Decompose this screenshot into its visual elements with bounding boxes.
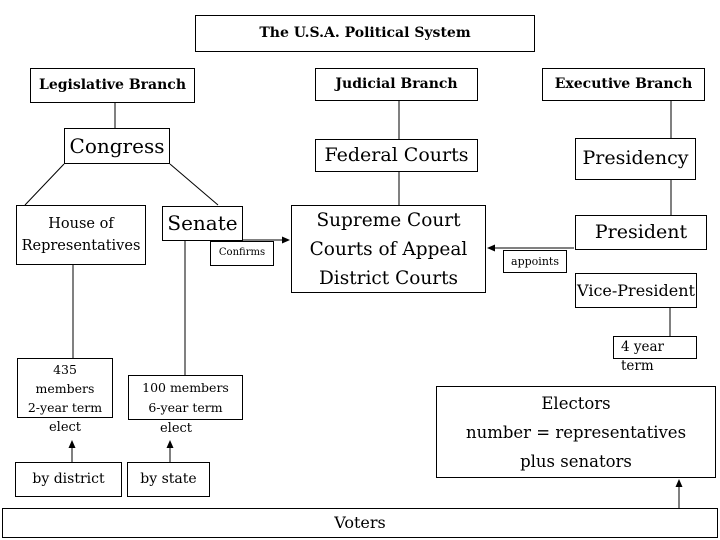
connector-congress-house [24, 163, 65, 206]
legislative-branch-box: Legislative Branch [30, 68, 195, 103]
voters-box: Voters [2, 508, 718, 538]
house-members-line3: 2-year term [27, 399, 103, 415]
electors-line1: Electors [541, 393, 611, 413]
courts-line2: Courts of Appeal [309, 238, 468, 260]
house-members-box: 435 members 2-year term [17, 358, 113, 418]
president-box: President [575, 215, 707, 250]
confirms-box: Confirms [210, 241, 274, 266]
courts-box: Supreme Court Courts of Appeal District … [291, 205, 486, 293]
elect-house-arrowhead [68, 440, 76, 448]
term-line2: term [621, 358, 654, 374]
four-year-term-box: 4 year term [613, 336, 697, 374]
connector-congress-senate [169, 163, 219, 206]
executive-branch-label: Executive Branch [554, 75, 693, 92]
appoints-label: appoints [511, 254, 559, 268]
federal-courts-label: Federal Courts [324, 143, 469, 166]
house-members-line1: 435 [53, 361, 77, 377]
appoints-box: appoints [503, 250, 567, 273]
executive-branch-box: Executive Branch [542, 68, 705, 101]
appoints-arrowhead [487, 244, 495, 252]
vice-president-label: Vice-President [577, 280, 695, 300]
legislative-branch-label: Legislative Branch [39, 76, 186, 93]
voters-electors-arrowhead [675, 479, 683, 487]
congress-box: Congress [64, 128, 170, 164]
electors-box: Electors number = representatives plus s… [436, 386, 716, 478]
confirms-label: Confirms [218, 247, 266, 259]
president-label: President [594, 220, 688, 243]
elect-senate-arrowhead [166, 440, 174, 448]
house-label-line1: House of [48, 216, 114, 232]
senate-label: Senate [167, 211, 238, 235]
electors-line3: plus senators [520, 451, 632, 471]
judicial-branch-box: Judicial Branch [315, 68, 478, 101]
house-members-line2: members [35, 380, 95, 396]
by-state-box: by state [127, 462, 210, 497]
house-of-representatives-box: House of Representatives [16, 205, 146, 265]
presidency-label: Presidency [582, 147, 689, 170]
by-district-label: by district [32, 470, 105, 487]
courts-line1: Supreme Court [316, 209, 461, 231]
diagram-title: The U.S.A. Political System [195, 15, 535, 52]
elect-house-label: elect [48, 420, 82, 435]
courts-line3: District Courts [318, 267, 459, 289]
senate-members-line2: 6-year term [148, 399, 223, 415]
senate-members-box: 100 members 6-year term [128, 375, 243, 420]
presidency-box: Presidency [575, 138, 696, 180]
elect-senate-label: elect [159, 421, 193, 436]
senate-members-line1: 100 members [142, 379, 229, 395]
confirms-arrowhead [282, 236, 290, 244]
house-label-line2: Representatives [21, 238, 141, 254]
term-line1: 4 year [621, 339, 664, 355]
senate-box: Senate [162, 206, 243, 241]
by-state-label: by state [140, 470, 197, 487]
congress-label: Congress [69, 133, 165, 158]
judicial-branch-label: Judicial Branch [335, 75, 458, 92]
diagram-title-text: The U.S.A. Political System [259, 24, 471, 41]
voters-label: Voters [334, 513, 386, 532]
by-district-box: by district [15, 462, 122, 497]
vice-president-box: Vice-President [575, 273, 697, 308]
federal-courts-box: Federal Courts [315, 139, 478, 172]
electors-line2: number = representatives [465, 422, 687, 442]
